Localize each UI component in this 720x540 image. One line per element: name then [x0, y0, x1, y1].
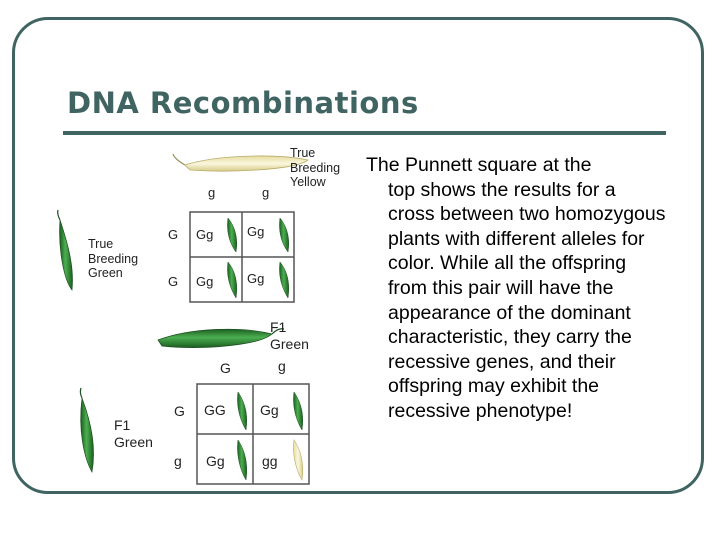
body-continuation: top shows the results for a cross betwee…	[388, 178, 666, 422]
column-allele: g	[278, 358, 286, 374]
punnett-cell: GG	[204, 402, 226, 418]
punnett-cell: Gg	[260, 402, 279, 418]
row-allele: G	[168, 274, 179, 289]
cell-pods-2	[237, 391, 304, 481]
left-parent-label-2: F1 Green	[114, 417, 153, 450]
column-allele: g	[262, 185, 270, 200]
title-underline	[63, 131, 666, 135]
punnett-cell: gg	[262, 453, 278, 469]
row-allele: G	[168, 227, 179, 242]
green-pod-f1-top	[157, 328, 285, 348]
punnett-grid-1	[189, 211, 295, 303]
body-first-line: The Punnett square at the	[366, 154, 592, 176]
green-pod-parent	[57, 209, 73, 291]
column-allele: G	[220, 360, 231, 376]
column-allele: g	[208, 185, 216, 200]
punnett-figure: True Breeding Yellow g g True Breeding G…	[50, 140, 365, 490]
punnett-cell: Gg	[196, 274, 214, 289]
punnett-cell: Gg	[196, 227, 214, 242]
cell-pods-1	[227, 217, 289, 299]
green-pod-f1-left	[79, 387, 94, 474]
punnett-artwork	[57, 153, 310, 485]
row-allele: G	[174, 403, 185, 419]
top-parent-label-1: True Breeding Yellow	[290, 146, 341, 189]
slide-frame	[12, 17, 704, 494]
slide-title: DNA Recombinations	[67, 86, 419, 120]
yellow-pod-parent	[172, 153, 309, 172]
punnett-cell: Gg	[247, 224, 265, 239]
row-allele: g	[174, 453, 182, 469]
left-parent-label-1: True Breeding Green	[88, 237, 139, 280]
punnett-cell: Gg	[206, 453, 225, 469]
top-parent-label-2: F1 Green	[270, 319, 309, 352]
punnett-cell: Gg	[247, 271, 265, 286]
slide-body-text: The Punnett square at the top shows the …	[366, 153, 666, 424]
punnett-grid-2	[196, 383, 310, 485]
